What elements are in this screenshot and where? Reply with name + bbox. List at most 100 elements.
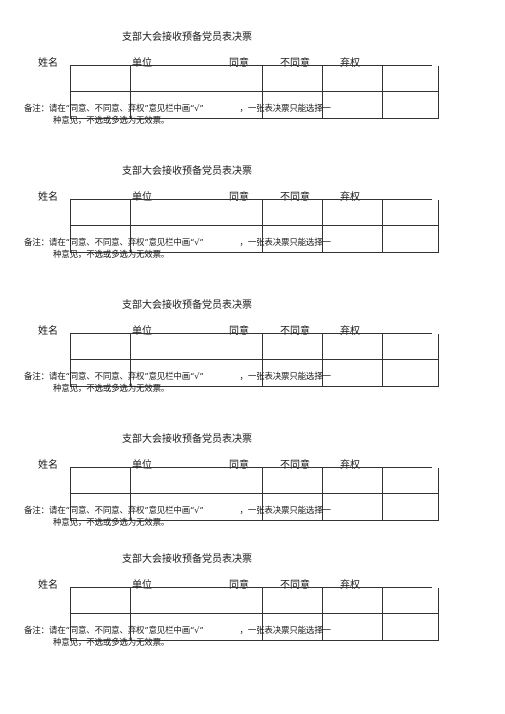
header-disagree: 不同意 (280, 58, 310, 69)
ballot-block: 支部大会接收预备党员表决票姓名单位同意不同意弃权备注：请在“同意、不同意、弃权”… (0, 550, 505, 670)
vote-cell[interactable] (383, 614, 439, 641)
vote-cell[interactable] (131, 468, 263, 494)
note-text-part1: 备注：请在“同意、不同意、弃权”意见栏中画“√” (24, 104, 204, 114)
header-unit: 单位 (132, 58, 152, 69)
vote-cell[interactable] (323, 360, 383, 387)
header-name: 姓名 (38, 58, 58, 69)
vote-cell[interactable] (71, 614, 131, 641)
vote-cell[interactable] (71, 66, 131, 92)
header-abstain: 弃权 (340, 326, 360, 337)
note-text-part1: 备注：请在“同意、不同意、弃权”意见栏中画“√” (24, 506, 204, 516)
vote-cell[interactable] (383, 66, 439, 92)
vote-cell[interactable] (263, 66, 323, 92)
vote-cell[interactable] (71, 334, 131, 360)
note-text-part2: ，一张表决票只能选择一 (239, 626, 332, 636)
vote-table (70, 467, 439, 521)
vote-cell[interactable] (263, 468, 323, 494)
header-agree: 同意 (229, 58, 249, 69)
header-agree: 同意 (229, 326, 249, 337)
vote-cell[interactable] (131, 92, 263, 119)
vote-cell[interactable] (263, 360, 323, 387)
header-agree: 同意 (229, 192, 249, 203)
vote-cell[interactable] (383, 360, 439, 387)
vote-cell[interactable] (383, 334, 439, 360)
header-disagree: 不同意 (280, 460, 310, 471)
vote-cell[interactable] (131, 588, 263, 614)
header-disagree: 不同意 (280, 580, 310, 591)
vote-cell[interactable] (383, 92, 439, 119)
header-unit: 单位 (132, 460, 152, 471)
ballot-title: 支部大会接收预备党员表决票 (122, 554, 252, 565)
vote-cell[interactable] (71, 468, 131, 494)
vote-cell[interactable] (131, 200, 263, 226)
vote-cell[interactable] (323, 226, 383, 253)
note-text-part1: 备注：请在“同意、不同意、弃权”意见栏中画“√” (24, 238, 204, 248)
vote-table (70, 333, 439, 387)
note-line-2: 种意见，不选或多选为无效票。 (53, 250, 170, 260)
vote-cell[interactable] (131, 360, 263, 387)
header-abstain: 弃权 (340, 192, 360, 203)
vote-cell[interactable] (383, 494, 439, 521)
header-abstain: 弃权 (340, 460, 360, 471)
vote-cell[interactable] (323, 92, 383, 119)
header-agree: 同意 (229, 460, 249, 471)
vote-cell[interactable] (131, 614, 263, 641)
vote-cell[interactable] (131, 494, 263, 521)
vote-cell[interactable] (263, 588, 323, 614)
note-text-part2: ，一张表决票只能选择一 (239, 238, 332, 248)
header-unit: 单位 (132, 326, 152, 337)
vote-cell[interactable] (323, 66, 383, 92)
vote-cell[interactable] (131, 66, 263, 92)
vote-cell[interactable] (323, 200, 383, 226)
header-name: 姓名 (38, 460, 58, 471)
note-line-2: 种意见，不选或多选为无效票。 (53, 638, 170, 648)
vote-cell[interactable] (383, 588, 439, 614)
vote-cell[interactable] (323, 614, 383, 641)
note-line-2: 种意见，不选或多选为无效票。 (53, 116, 170, 126)
vote-cell[interactable] (263, 200, 323, 226)
vote-cell[interactable] (71, 494, 131, 521)
vote-cell[interactable] (263, 92, 323, 119)
ballot-title: 支部大会接收预备党员表决票 (122, 434, 252, 445)
ballot-block: 支部大会接收预备党员表决票姓名单位同意不同意弃权备注：请在“同意、不同意、弃权”… (0, 28, 505, 148)
ballot-block: 支部大会接收预备党员表决票姓名 单位 同意 不同意 弃权备注：请在“同意、不同意、弃权”… (0, 162, 505, 282)
header-disagree: 不同意 (280, 326, 310, 337)
header-agree: 同意 (229, 580, 249, 591)
ballot-title: 支部大会接收预备党员表决票 (122, 32, 252, 43)
vote-cell[interactable] (71, 226, 131, 253)
vote-table (70, 199, 439, 253)
vote-cell[interactable] (71, 360, 131, 387)
note-text-part2: ，一张表决票只能选择一 (239, 506, 332, 516)
note-line-2: 种意见，不选或多选为无效票。 (53, 518, 170, 528)
vote-cell[interactable] (323, 494, 383, 521)
vote-cell[interactable] (131, 226, 263, 253)
header-name: 姓名 (38, 192, 58, 203)
vote-cell[interactable] (323, 334, 383, 360)
vote-cell[interactable] (263, 334, 323, 360)
vote-cell[interactable] (383, 468, 439, 494)
ballot-title: 支部大会接收预备党员表决票 (122, 166, 252, 177)
vote-table (70, 587, 439, 641)
vote-cell[interactable] (323, 468, 383, 494)
header-abstain: 弃权 (340, 580, 360, 591)
vote-cell[interactable] (131, 334, 263, 360)
vote-cell[interactable] (71, 588, 131, 614)
note-text-part2: ，一张表决票只能选择一 (239, 372, 332, 382)
vote-cell[interactable] (263, 494, 323, 521)
vote-cell[interactable] (263, 226, 323, 253)
vote-cell[interactable] (263, 614, 323, 641)
note-text-part2: ，一张表决票只能选择一 (239, 104, 332, 114)
ballot-block: 支部大会接收预备党员表决票姓名单位同意不同意弃权备注：请在“同意、不同意、弃权”… (0, 296, 505, 416)
vote-cell[interactable] (71, 200, 131, 226)
header-unit: 单位 (132, 192, 152, 203)
note-line-1: 备注：请在“同意、不同意、弃权”意见栏中画“√” ，一张表决票只能选择一 (24, 102, 331, 114)
vote-cell[interactable] (383, 200, 439, 226)
header-disagree: 不同意 (280, 192, 310, 203)
note-line-1: 备注：请在“同意、不同意、弃权”意见栏中画“√” ，一张表决票只能选择一 (24, 504, 331, 516)
vote-cell[interactable] (323, 588, 383, 614)
note-line-2: 种意见，不选或多选为无效票。 (53, 384, 170, 394)
vote-cell[interactable] (71, 92, 131, 119)
ballot-block: 支部大会接收预备党员表决票姓名 单位 同意 不同意 弃权备注：请在“同意、不同意、弃权”… (0, 430, 505, 550)
note-line-1: 备注：请在“同意、不同意、弃权”意见栏中画“√” ，一张表决票只能选择一 (24, 236, 331, 248)
vote-cell[interactable] (383, 226, 439, 253)
